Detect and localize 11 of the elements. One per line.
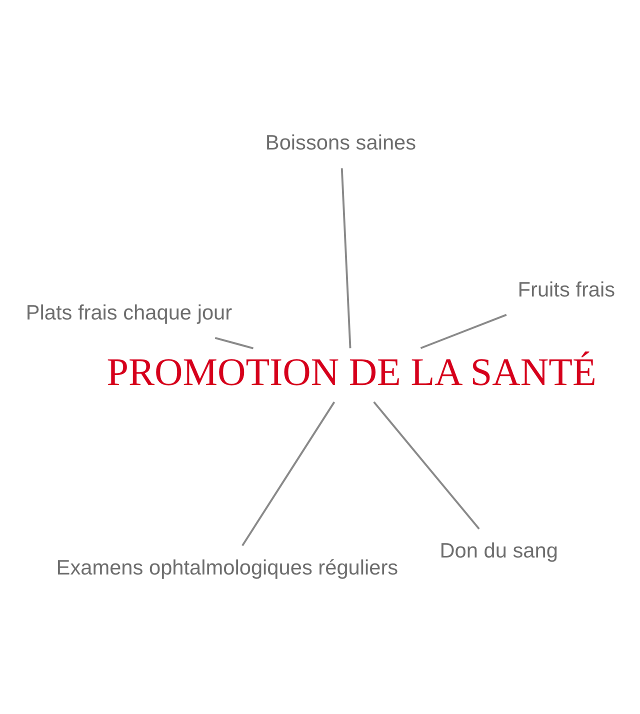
node-text: Don du sang [440,540,558,563]
node-text: Plats frais chaque jour [26,301,232,324]
node-text: Examens ophtalmologiques réguliers [56,556,398,580]
connector [242,402,336,546]
node-text: PROMOTION DE LA SANTÉ [106,350,596,394]
connector [214,336,254,350]
connector [420,314,507,350]
connector [373,401,480,530]
node-text: Fruits frais [518,278,616,302]
node-text: Boissons saines [265,132,416,155]
connector [340,168,352,348]
